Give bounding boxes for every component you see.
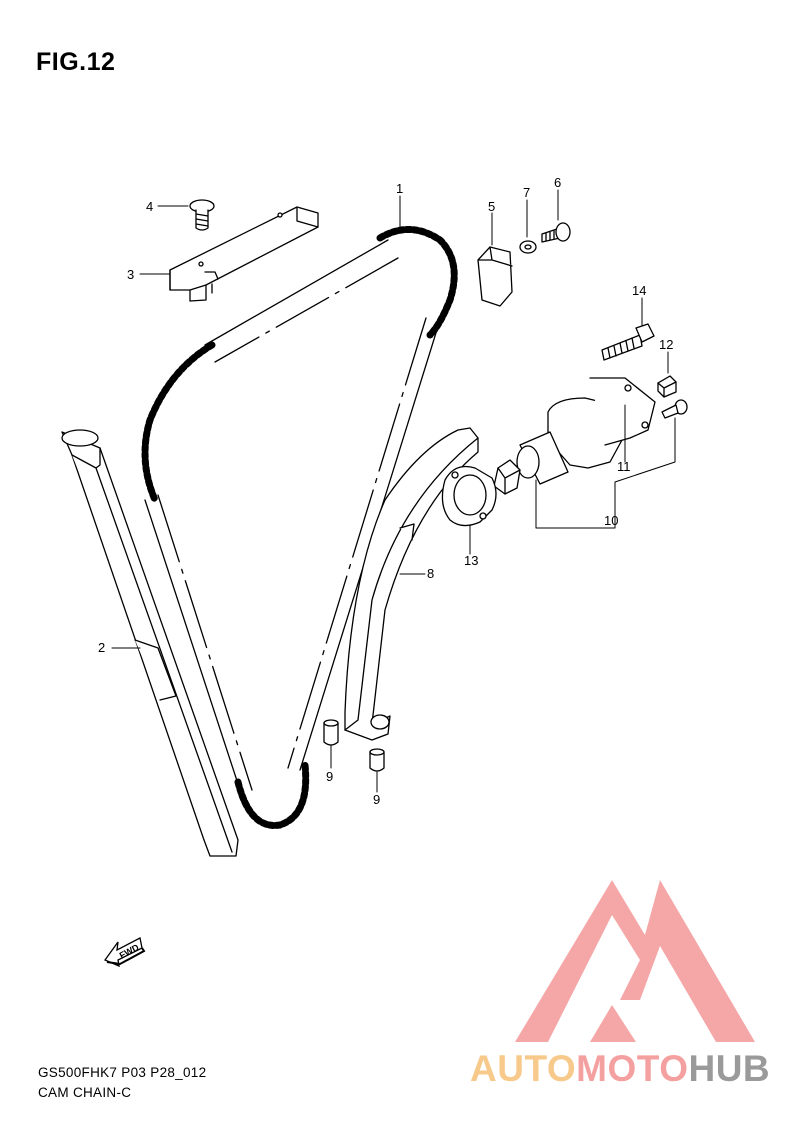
cap-bolt xyxy=(657,375,677,398)
callout-11: 11 xyxy=(617,459,631,474)
callout-10: 10 xyxy=(604,513,619,528)
tensioner-small-bolt xyxy=(541,222,571,243)
triangle-logo-icon xyxy=(515,880,755,1042)
chain-guide-rear xyxy=(61,429,239,857)
watermark-brand: AUTOMOTOHUB xyxy=(470,1048,770,1090)
cam-chain xyxy=(141,226,458,829)
callout-6: 6 xyxy=(554,175,562,190)
dowel-pin-left xyxy=(323,719,339,746)
callout-4: 4 xyxy=(146,199,154,214)
tensioner-cap-screw xyxy=(661,399,688,419)
callout-2: 2 xyxy=(98,640,106,655)
watermark-hub: HUB xyxy=(688,1048,771,1089)
tensioner-gasket xyxy=(441,465,497,527)
callout-3: 3 xyxy=(127,267,135,282)
figure-title: FIG.12 xyxy=(36,48,116,76)
guide-screw xyxy=(189,199,215,231)
arrow-fwd-icon: FWD xyxy=(103,937,146,968)
cam-chain-guide-top xyxy=(169,206,319,302)
callout-7: 7 xyxy=(523,185,531,200)
callout-13: 13 xyxy=(464,553,479,568)
cushion-block xyxy=(477,246,513,307)
dowel-pin-right xyxy=(369,748,385,772)
watermark-moto: MOTO xyxy=(576,1048,689,1089)
callout-14: 14 xyxy=(632,283,647,298)
callout-5: 5 xyxy=(488,199,496,214)
callout-8: 8 xyxy=(427,566,435,581)
callout-9-right: 9 xyxy=(373,792,381,807)
callout-1: 1 xyxy=(396,181,404,196)
leader-lines xyxy=(111,189,676,793)
callout-9-left: 9 xyxy=(326,769,334,784)
tensioner-long-bolt xyxy=(601,323,655,361)
watermark-auto: AUTO xyxy=(470,1048,577,1089)
washer xyxy=(519,240,537,254)
footer-section: CAM CHAIN-C xyxy=(38,1085,132,1100)
chain-tensioner-assembly xyxy=(493,377,656,495)
callout-12: 12 xyxy=(659,337,674,352)
footer-code: GS500FHK7 P03 P28_012 xyxy=(38,1065,207,1080)
